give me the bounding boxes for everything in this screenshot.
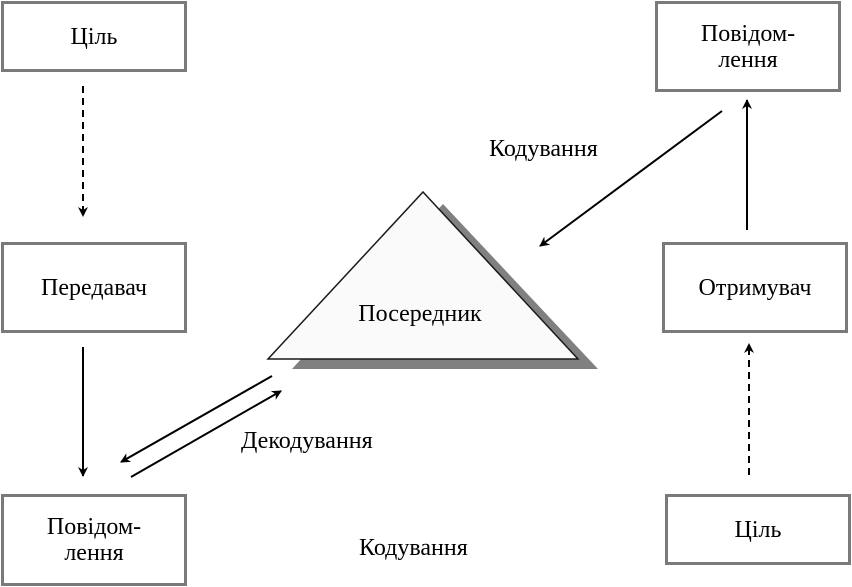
sender-message-box: Повідом- лення	[1, 494, 187, 586]
sender-goal-box: Ціль	[1, 1, 187, 72]
arrow-message-to-mediator	[130, 390, 282, 478]
receiver-goal-box: Ціль	[665, 494, 851, 565]
sender-message-label: Повідом- лення	[46, 514, 142, 566]
arrow-mediator-to-message	[120, 375, 273, 463]
arrow-message-to-mediator-encoding	[539, 110, 723, 247]
sender-goal-label: Ціль	[70, 23, 118, 50]
mediator-triangle	[266, 190, 580, 360]
encoding-label-top: Кодування	[489, 136, 598, 162]
receiver-label: Отримувач	[698, 274, 812, 301]
mediator-label: Посередник	[358, 301, 482, 327]
transmitter-label: Передавач	[41, 274, 147, 301]
transmitter-box: Передавач	[1, 242, 187, 333]
receiver-goal-label: Ціль	[734, 516, 782, 543]
decoding-label: Декодування	[241, 428, 373, 454]
receiver-message-box: Повідом- лення	[655, 1, 841, 92]
receiver-message-label: Повідом- лення	[700, 20, 796, 73]
encoding-label-bottom: Кодування	[359, 535, 468, 561]
receiver-box: Отримувач	[662, 242, 848, 333]
